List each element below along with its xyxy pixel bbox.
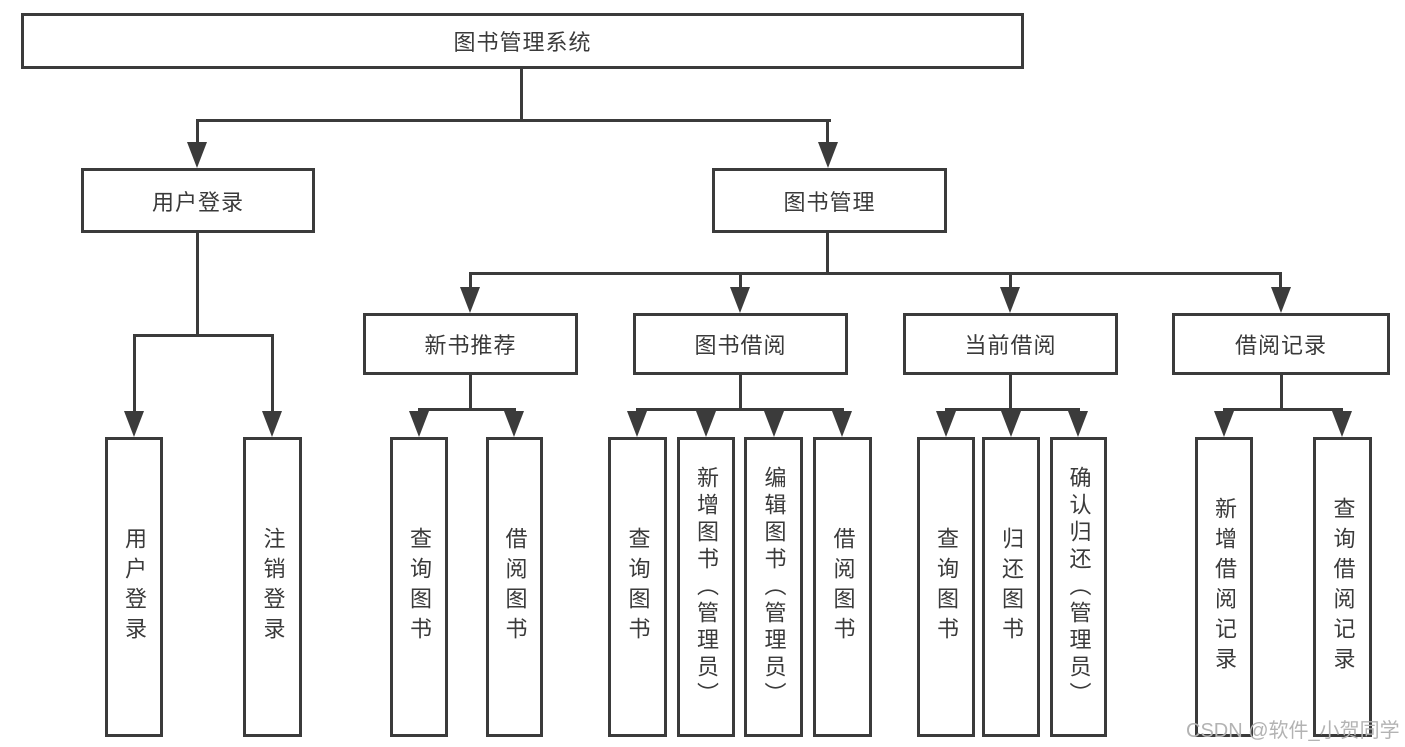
arrowhead-down-icon	[730, 287, 750, 313]
arrowhead-down-icon	[627, 411, 647, 437]
arrowhead-down-icon	[1068, 411, 1088, 437]
arrowhead-down-icon	[1332, 411, 1352, 437]
connector-userlogin-branch	[133, 334, 274, 337]
connector-stem-leaf	[133, 334, 136, 414]
connector-root-branch	[196, 119, 831, 122]
connector-stem-leaf	[271, 334, 274, 414]
connector-stem-new-book	[469, 272, 472, 290]
arrowhead-down-icon	[409, 411, 429, 437]
node-user-login: 用户登录	[81, 168, 315, 233]
arrowhead-down-icon	[832, 411, 852, 437]
csdn-watermark: CSDN @软件_小贺同学	[1186, 720, 1400, 742]
arrowhead-down-icon	[460, 287, 480, 313]
node-new-book-recommend: 新书推荐	[363, 313, 578, 375]
arrowhead-down-icon	[504, 411, 524, 437]
connector-stem-user-login	[196, 119, 199, 146]
connector-stem-book-management	[826, 119, 829, 146]
connector-bookborrow-branch	[636, 408, 844, 411]
leaf-logout: 注销登录	[243, 437, 302, 737]
leaf-query-books-recommend: 查询图书	[390, 437, 448, 737]
connector-currentborrow-trunk	[1009, 375, 1012, 411]
leaf-query-books-current: 查询图书	[917, 437, 975, 737]
node-borrowing-records: 借阅记录	[1172, 313, 1390, 375]
connector-bookborrow-trunk	[739, 375, 742, 411]
node-current-borrowing: 当前借阅	[903, 313, 1118, 375]
leaf-borrow-books-borrowing: 借阅图书	[813, 437, 872, 737]
node-book-management: 图书管理	[712, 168, 947, 233]
arrowhead-down-icon	[696, 411, 716, 437]
connector-root-trunk	[520, 69, 523, 122]
connector-newbook-branch	[418, 408, 516, 411]
connector-userlogin-trunk	[196, 233, 199, 337]
node-book-borrowing: 图书借阅	[633, 313, 848, 375]
arrowhead-down-icon	[936, 411, 956, 437]
node-root-library-system: 图书管理系统	[21, 13, 1024, 69]
leaf-user-login: 用户登录	[105, 437, 163, 737]
arrowhead-down-icon	[1271, 287, 1291, 313]
leaf-query-borrow-record: 查询借阅记录	[1313, 437, 1372, 737]
arrowhead-down-icon	[124, 411, 144, 437]
arrowhead-down-icon	[818, 142, 838, 168]
connector-borrowrecords-trunk	[1280, 375, 1283, 411]
connector-stem-book-borrow	[739, 272, 742, 290]
arrowhead-down-icon	[1214, 411, 1234, 437]
leaf-query-books-borrowing: 查询图书	[608, 437, 667, 737]
connector-stem-borrow-records	[1279, 272, 1282, 290]
arrowhead-down-icon	[262, 411, 282, 437]
connector-borrowrecords-branch	[1223, 408, 1343, 411]
arrowhead-down-icon	[1001, 411, 1021, 437]
leaf-edit-books-admin: 编辑图书（管理员）	[744, 437, 803, 737]
leaf-borrow-books-recommend: 借阅图书	[486, 437, 543, 737]
connector-bookmgmt-branch	[469, 272, 1282, 275]
leaf-add-books-admin: 新增图书（管理员）	[677, 437, 735, 737]
arrowhead-down-icon	[1000, 287, 1020, 313]
leaf-add-borrow-record: 新增借阅记录	[1195, 437, 1253, 737]
connector-stem-current-borrow	[1009, 272, 1012, 290]
connector-newbook-trunk	[469, 375, 472, 411]
arrowhead-down-icon	[187, 142, 207, 168]
connector-bookmgmt-trunk	[826, 233, 829, 275]
arrowhead-down-icon	[764, 411, 784, 437]
leaf-confirm-return-admin: 确认归还（管理员）	[1050, 437, 1107, 737]
connector-currentborrow-branch	[945, 408, 1080, 411]
leaf-return-books: 归还图书	[982, 437, 1040, 737]
